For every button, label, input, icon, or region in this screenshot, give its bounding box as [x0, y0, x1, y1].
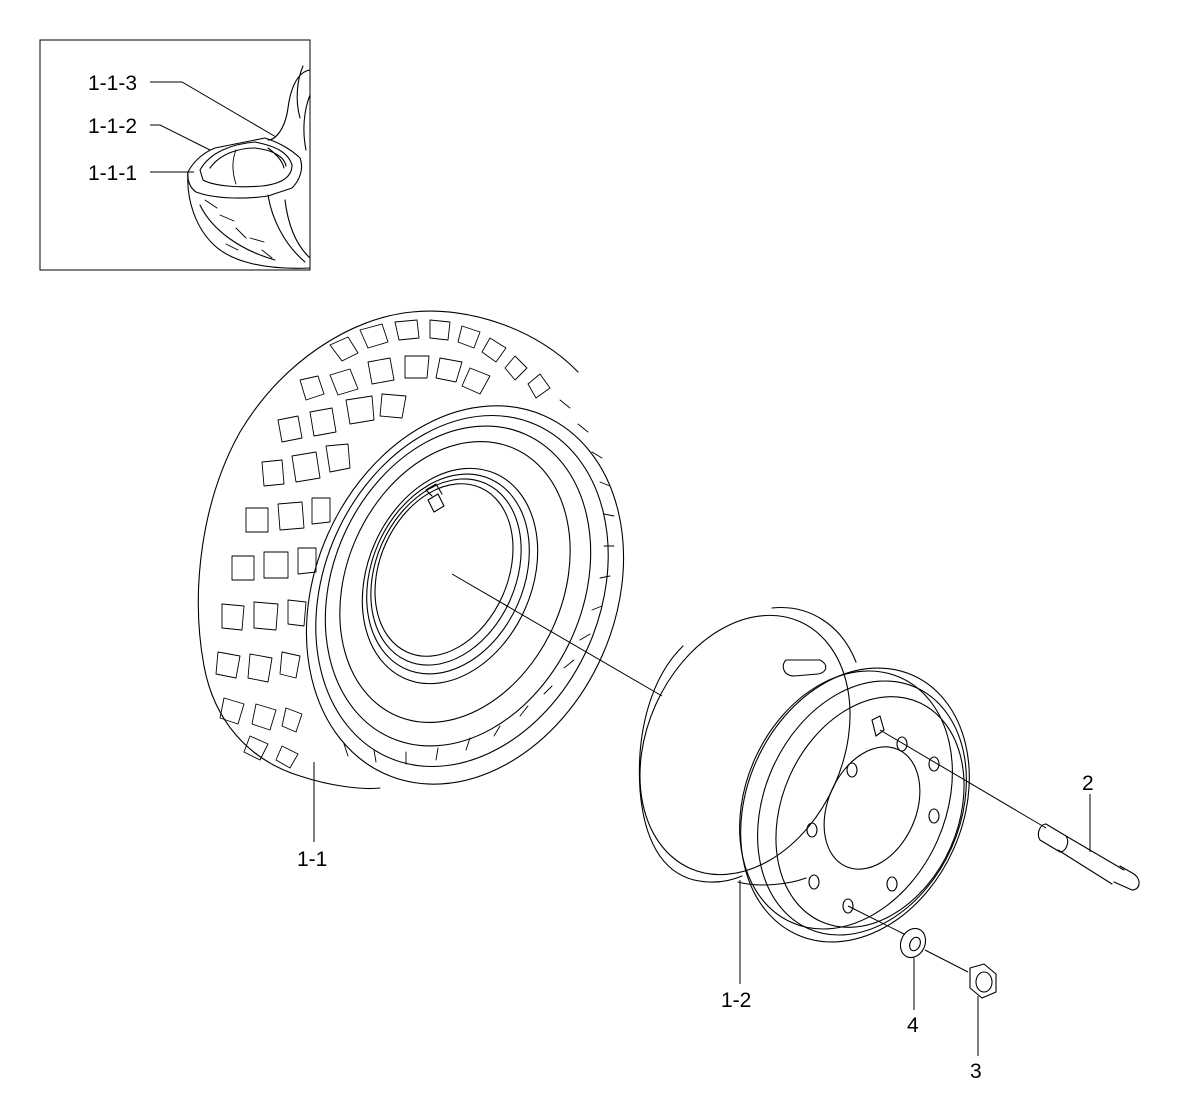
leader-1-1-2 — [150, 124, 211, 151]
inset-frame — [39, 39, 311, 271]
rim: 1-2 — [638, 606, 970, 1012]
leader-1-1-3 — [150, 81, 277, 138]
inset-detail: 1-1-3 1-1-2 1-1-1 — [39, 39, 311, 271]
nut: 3 — [924, 949, 997, 1083]
label-4: 4 — [907, 1014, 919, 1037]
label-1-1-3: 1-1-3 — [88, 72, 137, 95]
label-1-1-1: 1-1-1 — [88, 162, 137, 185]
label-2: 2 — [1082, 772, 1094, 795]
label-1-1: 1-1 — [297, 848, 327, 871]
stud-bolt: 2 — [879, 729, 1140, 891]
tire-sidewall-grooves — [343, 399, 615, 765]
label-1-2: 1-2 — [721, 989, 751, 1012]
label-1-1-2: 1-1-2 — [88, 115, 137, 138]
inset-tire-section — [187, 65, 311, 269]
tire-tread — [215, 319, 551, 769]
washer: 4 — [847, 905, 927, 1037]
assembly-axis-line — [451, 573, 663, 697]
tire: 1-1 — [197, 310, 625, 871]
rim-bolt-holes — [806, 736, 940, 914]
label-3: 3 — [970, 1060, 982, 1083]
